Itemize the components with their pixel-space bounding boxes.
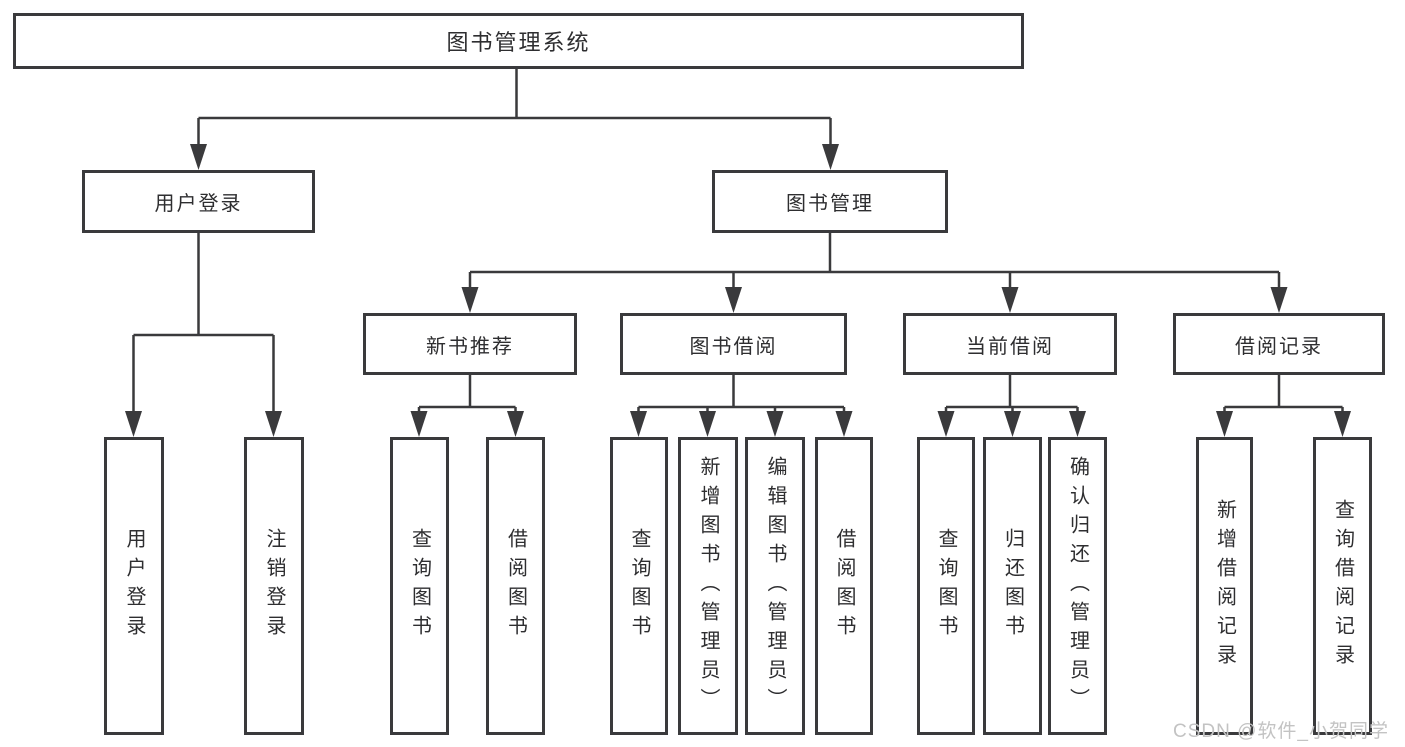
node-user-login: 用户登录 [82, 170, 315, 233]
leaf-label: 编辑图书（管理员） [764, 455, 786, 717]
connector-record-to-leaves [1223, 375, 1344, 413]
leaf-query-book-borrow: 查询图书 [610, 437, 668, 735]
leaf-add-book-admin: 新增图书（管理员） [678, 437, 738, 735]
leaf-query-book-current: 查询图书 [917, 437, 975, 735]
leaf-borrow-book-recommend: 借阅图书 [486, 437, 545, 735]
leaf-label: 查询图书 [628, 528, 650, 644]
leaf-user-login: 用户登录 [104, 437, 164, 735]
node-label: 图书借阅 [689, 335, 778, 358]
leaf-label: 归还图书 [1001, 528, 1024, 644]
node-borrow-record: 借阅记录 [1173, 313, 1385, 375]
leaf-label: 确认归还（管理员） [1066, 455, 1089, 717]
leaf-edit-book-admin: 编辑图书（管理员） [745, 437, 805, 735]
node-book-borrow: 图书借阅 [620, 313, 847, 375]
leaf-label: 查询借阅记录 [1331, 499, 1354, 673]
leaf-add-borrow-record: 新增借阅记录 [1196, 437, 1253, 735]
node-book-management: 图书管理 [712, 170, 948, 233]
node-current-borrow: 当前借阅 [903, 313, 1117, 375]
leaf-label: 新增图书（管理员） [697, 455, 719, 717]
leaf-borrow-book: 借阅图书 [815, 437, 873, 735]
connector-borrow-to-leaves [637, 375, 846, 413]
leaf-label: 注销登录 [263, 528, 285, 644]
node-library-management-system: 图书管理系统 [13, 13, 1024, 69]
leaf-label: 借阅图书 [833, 528, 855, 644]
leaf-label: 新增借阅记录 [1213, 499, 1236, 673]
connector-newrec-to-leaves [417, 375, 517, 413]
node-label: 图书管理系统 [446, 30, 591, 55]
node-label: 图书管理 [786, 193, 874, 215]
node-new-book-recommend: 新书推荐 [363, 313, 577, 375]
leaf-label: 用户登录 [123, 528, 145, 644]
leaf-return-book: 归还图书 [983, 437, 1042, 735]
node-label: 新书推荐 [426, 335, 514, 358]
connector-bookmgmt-to-level3 [468, 233, 1281, 290]
node-label: 用户登录 [154, 193, 243, 215]
leaf-query-borrow-record: 查询借阅记录 [1313, 437, 1372, 735]
leaf-label: 借阅图书 [504, 528, 527, 644]
node-label: 借阅记录 [1235, 335, 1323, 358]
connector-current-to-leaves [944, 375, 1079, 413]
leaf-logout: 注销登录 [244, 437, 304, 735]
leaf-confirm-return-admin: 确认归还（管理员） [1048, 437, 1107, 735]
node-label: 当前借阅 [966, 335, 1054, 358]
connector-userlogin-to-leaves [132, 233, 275, 412]
arrowheads [125, 144, 1351, 437]
csdn-watermark: CSDN @软件_小贺同学 [1173, 721, 1389, 742]
leaf-query-book-recommend: 查询图书 [390, 437, 449, 735]
leaf-label: 查询图书 [935, 528, 957, 644]
leaf-label: 查询图书 [408, 528, 431, 644]
connector-root-to-level2 [197, 68, 832, 146]
